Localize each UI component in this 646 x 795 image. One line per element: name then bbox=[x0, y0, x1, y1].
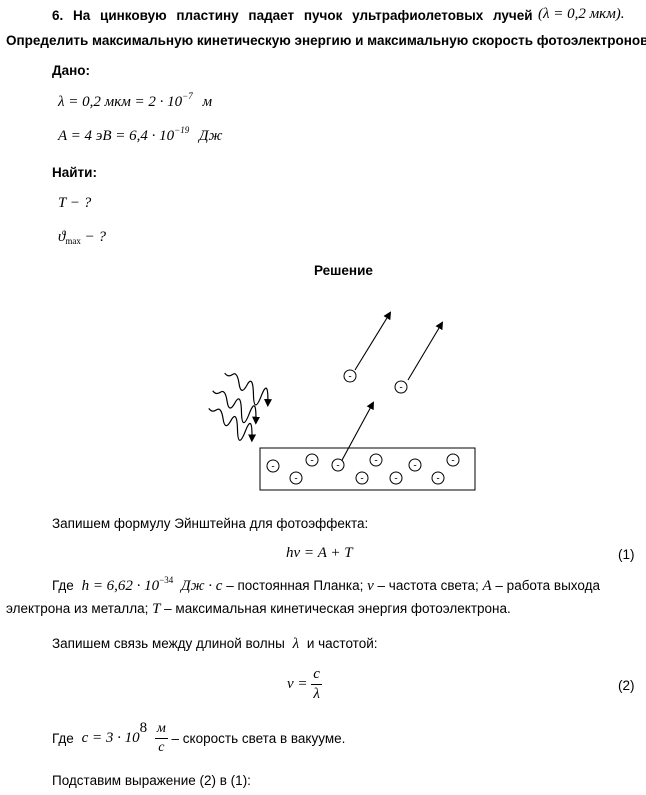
electron-icon bbox=[369, 453, 383, 467]
electron-icon bbox=[289, 471, 303, 485]
problem-statement-line-2: Определить максимальную кинетическую эне… bbox=[6, 33, 646, 48]
paragraph-definitions: Где h = 6,62 · 10−34 Дж · с – постоянная… bbox=[52, 575, 601, 595]
solution-heading: Решение bbox=[314, 263, 373, 278]
paragraph-definitions-line-2: электрона из металла; T – максимальная к… bbox=[6, 601, 511, 617]
electron-sign: - bbox=[413, 461, 416, 472]
zinc-plate bbox=[259, 447, 476, 491]
trajectory-line bbox=[354, 311, 392, 371]
electron-sign: - bbox=[348, 372, 351, 383]
find-energy: T − ? bbox=[58, 195, 92, 211]
electron-trajectories bbox=[340, 311, 444, 463]
electron-sign: - bbox=[394, 474, 397, 485]
electron-sign: - bbox=[294, 474, 297, 485]
electron-sign: - bbox=[399, 383, 402, 394]
photoeffect-diagram: ------------ bbox=[208, 311, 476, 491]
electron-icon bbox=[355, 471, 369, 485]
paragraph-einstein: Запишем формулу Эйнштейна для фотоэффект… bbox=[52, 516, 369, 531]
problem-line-1: 6. На цинковую пластину падает пучок уль… bbox=[52, 8, 533, 23]
electron-sign: - bbox=[436, 474, 439, 485]
paragraph-speed-of-light: Где c = 3 · 108 м с – скорость света в в… bbox=[52, 720, 346, 755]
electron-icon bbox=[394, 380, 408, 394]
electron-icon bbox=[266, 459, 280, 473]
electron-icon bbox=[431, 471, 445, 485]
equation-2: ν = c λ bbox=[287, 666, 322, 702]
equation-2-number: (2) bbox=[618, 678, 635, 693]
electron-icon bbox=[408, 458, 422, 472]
electron-icon bbox=[446, 453, 460, 467]
given-work-function: A = 4 эВ = 6,4 · 10−19 Дж bbox=[58, 125, 223, 145]
electron-sign: - bbox=[336, 461, 339, 472]
equation-1: hν = A + T bbox=[286, 545, 353, 561]
speed-unit-fraction: м с bbox=[154, 721, 168, 755]
electron-icon bbox=[331, 458, 345, 472]
electron-sign: - bbox=[451, 456, 454, 467]
problem-statement: На цинковую пластину падает пучок ультра… bbox=[73, 8, 533, 23]
trajectory-line bbox=[340, 401, 374, 463]
electron-icon bbox=[389, 471, 403, 485]
electron-icon bbox=[343, 369, 357, 383]
electron-icon bbox=[305, 453, 319, 467]
equation-2-fraction: c λ bbox=[311, 666, 322, 702]
find-velocity: ϑmax − ? bbox=[58, 229, 106, 246]
given-wavelength: λ = 0,2 мкм = 2 · 10−7 м bbox=[58, 91, 213, 111]
paragraph-wavelength-frequency: Запишем связь между длиной волны λ и час… bbox=[52, 636, 378, 652]
uv-rays-icon bbox=[208, 372, 273, 443]
problem-condition: (λ = 0,2 мкм). bbox=[538, 6, 625, 22]
problem-number: 6. bbox=[52, 8, 64, 23]
equation-1-number: (1) bbox=[618, 547, 635, 562]
electron-sign: - bbox=[310, 456, 313, 467]
electron-sign: - bbox=[360, 474, 363, 485]
find-heading: Найти: bbox=[52, 165, 97, 180]
electron-sign: - bbox=[271, 462, 274, 473]
paragraph-substitute: Подставим выражение (2) в (1): bbox=[52, 773, 251, 788]
electron-sign: - bbox=[374, 456, 377, 467]
given-heading: Дано: bbox=[52, 63, 91, 78]
electrons: ------------ bbox=[266, 369, 460, 485]
trajectory-line bbox=[407, 321, 444, 381]
